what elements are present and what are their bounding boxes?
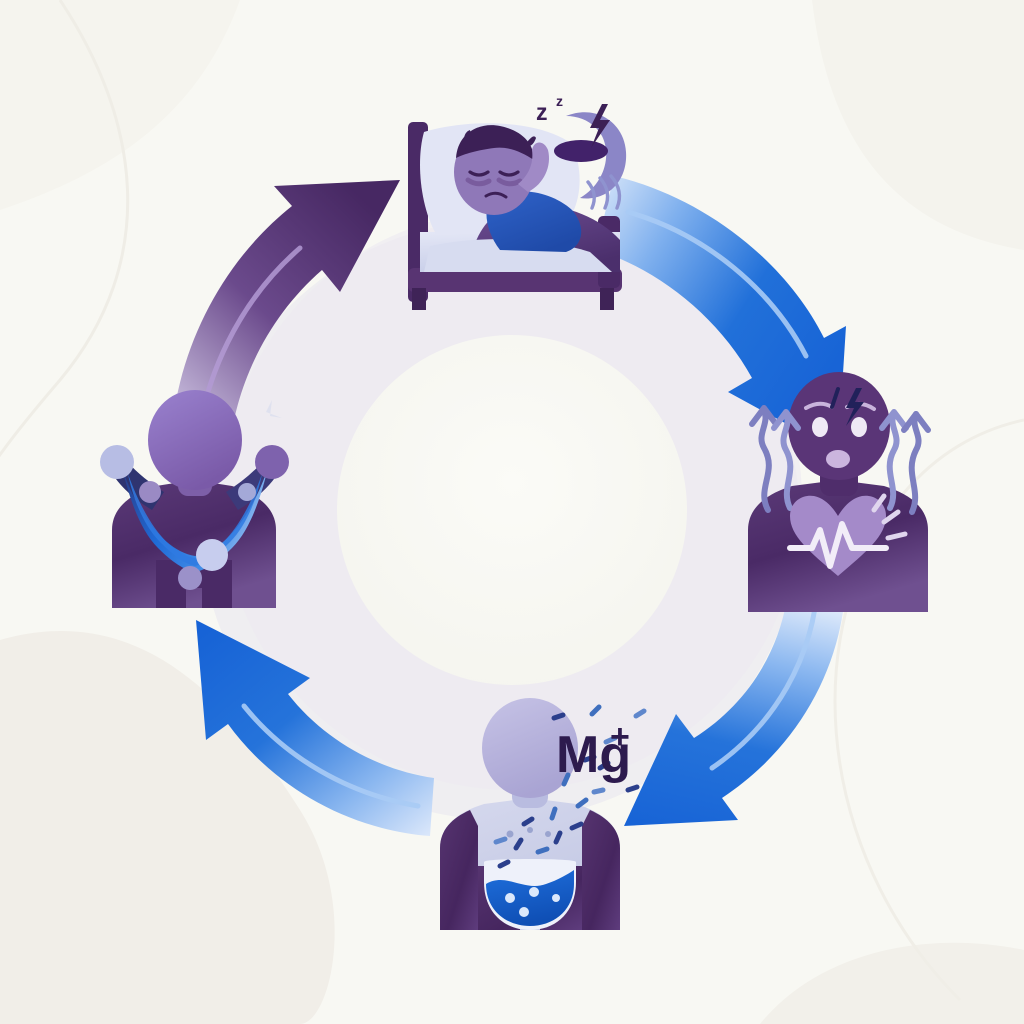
eye-closed-left	[468, 170, 490, 177]
energy-orb-hand-right	[255, 445, 289, 479]
bed-base	[408, 268, 622, 292]
liquid-bubble-3	[552, 894, 560, 902]
energy-orb-small-left	[139, 481, 161, 503]
liquid-bubble-4	[519, 907, 529, 917]
liquid-bubble-1	[505, 893, 515, 903]
depletion-sleeve-left	[440, 810, 478, 930]
sparkle-icon	[266, 400, 282, 418]
energy-orb-chest	[196, 539, 228, 571]
stress-wave-left-inner	[780, 411, 794, 511]
stress-wave-left-outer	[758, 407, 772, 513]
stress-mouth	[826, 450, 850, 468]
center-circle	[337, 335, 687, 685]
eye-bag-right	[496, 177, 523, 187]
eye-bag-left	[465, 177, 492, 187]
stress-wave-right-outer-arrowhead	[901, 411, 931, 433]
sleep-z-large: z	[536, 99, 548, 125]
stress-wave-left-outer-arrowhead	[749, 405, 779, 427]
hair-tuft-left	[463, 130, 471, 150]
background-line-left	[0, 0, 130, 458]
stress-eye-left	[812, 417, 828, 437]
stress-spark-line	[830, 387, 840, 409]
arrow-depletion-to-recovery	[196, 620, 434, 836]
arrow-body-purple	[169, 180, 400, 476]
magnesium-particles	[493, 704, 647, 869]
node-insomnia: z z	[408, 93, 627, 310]
cloud-icon	[554, 140, 608, 162]
background-blob-bottom-left	[0, 631, 335, 1024]
arrow-highlight-blue-bl	[241, 703, 421, 809]
liquid-bubble-2	[529, 887, 539, 897]
node-stress	[748, 372, 931, 612]
energy-band-inner	[128, 474, 262, 566]
heart-ray-1	[871, 493, 887, 513]
lightning-bolt-stress-icon	[846, 388, 864, 426]
energy-band	[122, 468, 268, 572]
center-ring-group	[200, 210, 802, 820]
hair-tuft-right	[524, 136, 536, 147]
arm-to-head	[518, 142, 550, 192]
depletion-sleeve-right	[582, 810, 620, 930]
stress-wave-right-inner-arrowhead	[879, 409, 909, 431]
arrow-insomnia-to-stress	[596, 176, 846, 452]
stress-wave-right-outer	[908, 411, 922, 515]
node-depletion: Mg +	[440, 698, 647, 930]
stress-head	[788, 372, 890, 480]
ecg-line-icon	[787, 521, 889, 569]
motion-line-2	[598, 176, 610, 210]
energy-orb-hand-left	[100, 445, 134, 479]
motion-line-3	[609, 174, 622, 210]
energy-orb-small-right	[238, 483, 256, 501]
stress-wave-left-inner-arrowhead	[771, 409, 801, 431]
arrow-body-blue-bl	[196, 620, 434, 836]
depletion-head	[482, 698, 578, 798]
background-blob-top-right	[812, 0, 1024, 250]
lightning-bolt-moon-icon	[590, 104, 610, 148]
energy-orb-lower	[178, 566, 202, 590]
eye-closed-right	[498, 170, 520, 177]
background-blob-bottom-right	[760, 942, 1024, 1024]
node-recovery	[100, 390, 289, 608]
heart-ray-3	[885, 531, 908, 541]
sleep-z-small: z	[556, 93, 563, 109]
magnesium-label: Mg	[556, 726, 631, 784]
magnesium-liquid-level	[486, 870, 574, 926]
bed-leg-left	[412, 288, 426, 310]
mouth-frown	[484, 191, 508, 199]
arrow-body-blue-tr	[596, 176, 846, 452]
arrow-highlight-blue-tr	[625, 209, 809, 359]
stress-brow-left	[804, 401, 834, 410]
hair	[456, 125, 534, 160]
stress-wave-right-inner	[886, 411, 900, 511]
heart-ray-2	[881, 509, 901, 525]
background-blob-top-left	[0, 0, 240, 210]
recovery-head	[148, 390, 242, 490]
bed-leg-right	[600, 288, 614, 310]
magnesium-charge-label: +	[610, 718, 630, 756]
arrow-body-blue-br	[624, 568, 846, 826]
motion-line-1	[586, 180, 596, 210]
background-line-right	[833, 418, 1024, 1002]
recovery-torso	[112, 480, 276, 608]
stress-eye-right	[851, 417, 867, 437]
